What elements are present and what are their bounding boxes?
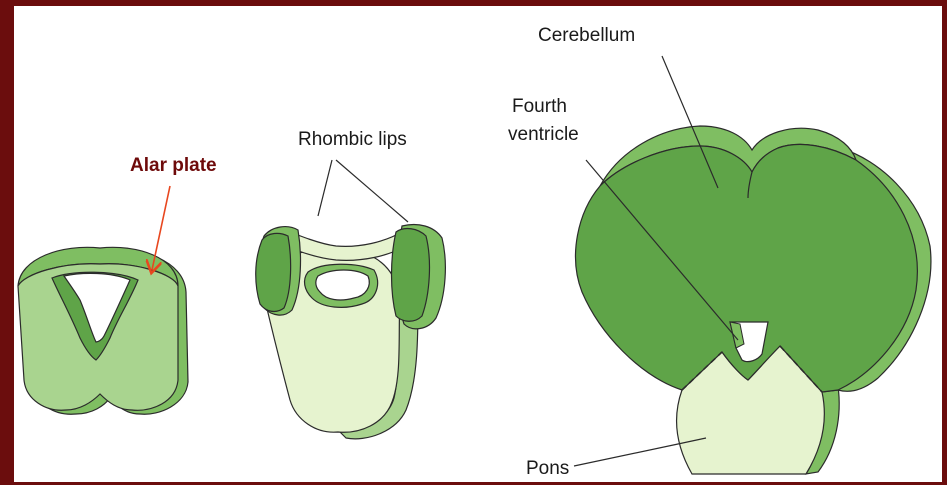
rhombic-lips-line-left	[318, 160, 332, 216]
stage-2-right-lip-face	[392, 229, 430, 322]
label-cerebellum: Cerebellum	[538, 25, 635, 46]
stage-2-left-lip-face	[256, 233, 291, 311]
alar-plate-arrow	[152, 186, 170, 270]
stage-1-neural-tube	[18, 247, 188, 414]
label-fourth-ventricle-line1: Fourth	[512, 96, 567, 117]
hindbrain-development-diagram: Alar plate Rhombic lips Cerebellum Fourt…	[14, 6, 942, 482]
label-rhombic-lips: Rhombic lips	[298, 129, 407, 150]
stage-3-cerebellum-pons	[576, 126, 931, 474]
label-alar-plate: Alar plate	[130, 155, 217, 176]
diagram-panel: Alar plate Rhombic lips Cerebellum Fourt…	[14, 6, 942, 482]
rhombic-lips-line-right	[336, 160, 408, 222]
stage-2-ventricle-lumen	[316, 270, 369, 300]
label-fourth-ventricle-line2: ventricle	[508, 124, 579, 145]
stage-2-rhombic-lips	[256, 225, 446, 439]
label-pons: Pons	[526, 458, 569, 479]
